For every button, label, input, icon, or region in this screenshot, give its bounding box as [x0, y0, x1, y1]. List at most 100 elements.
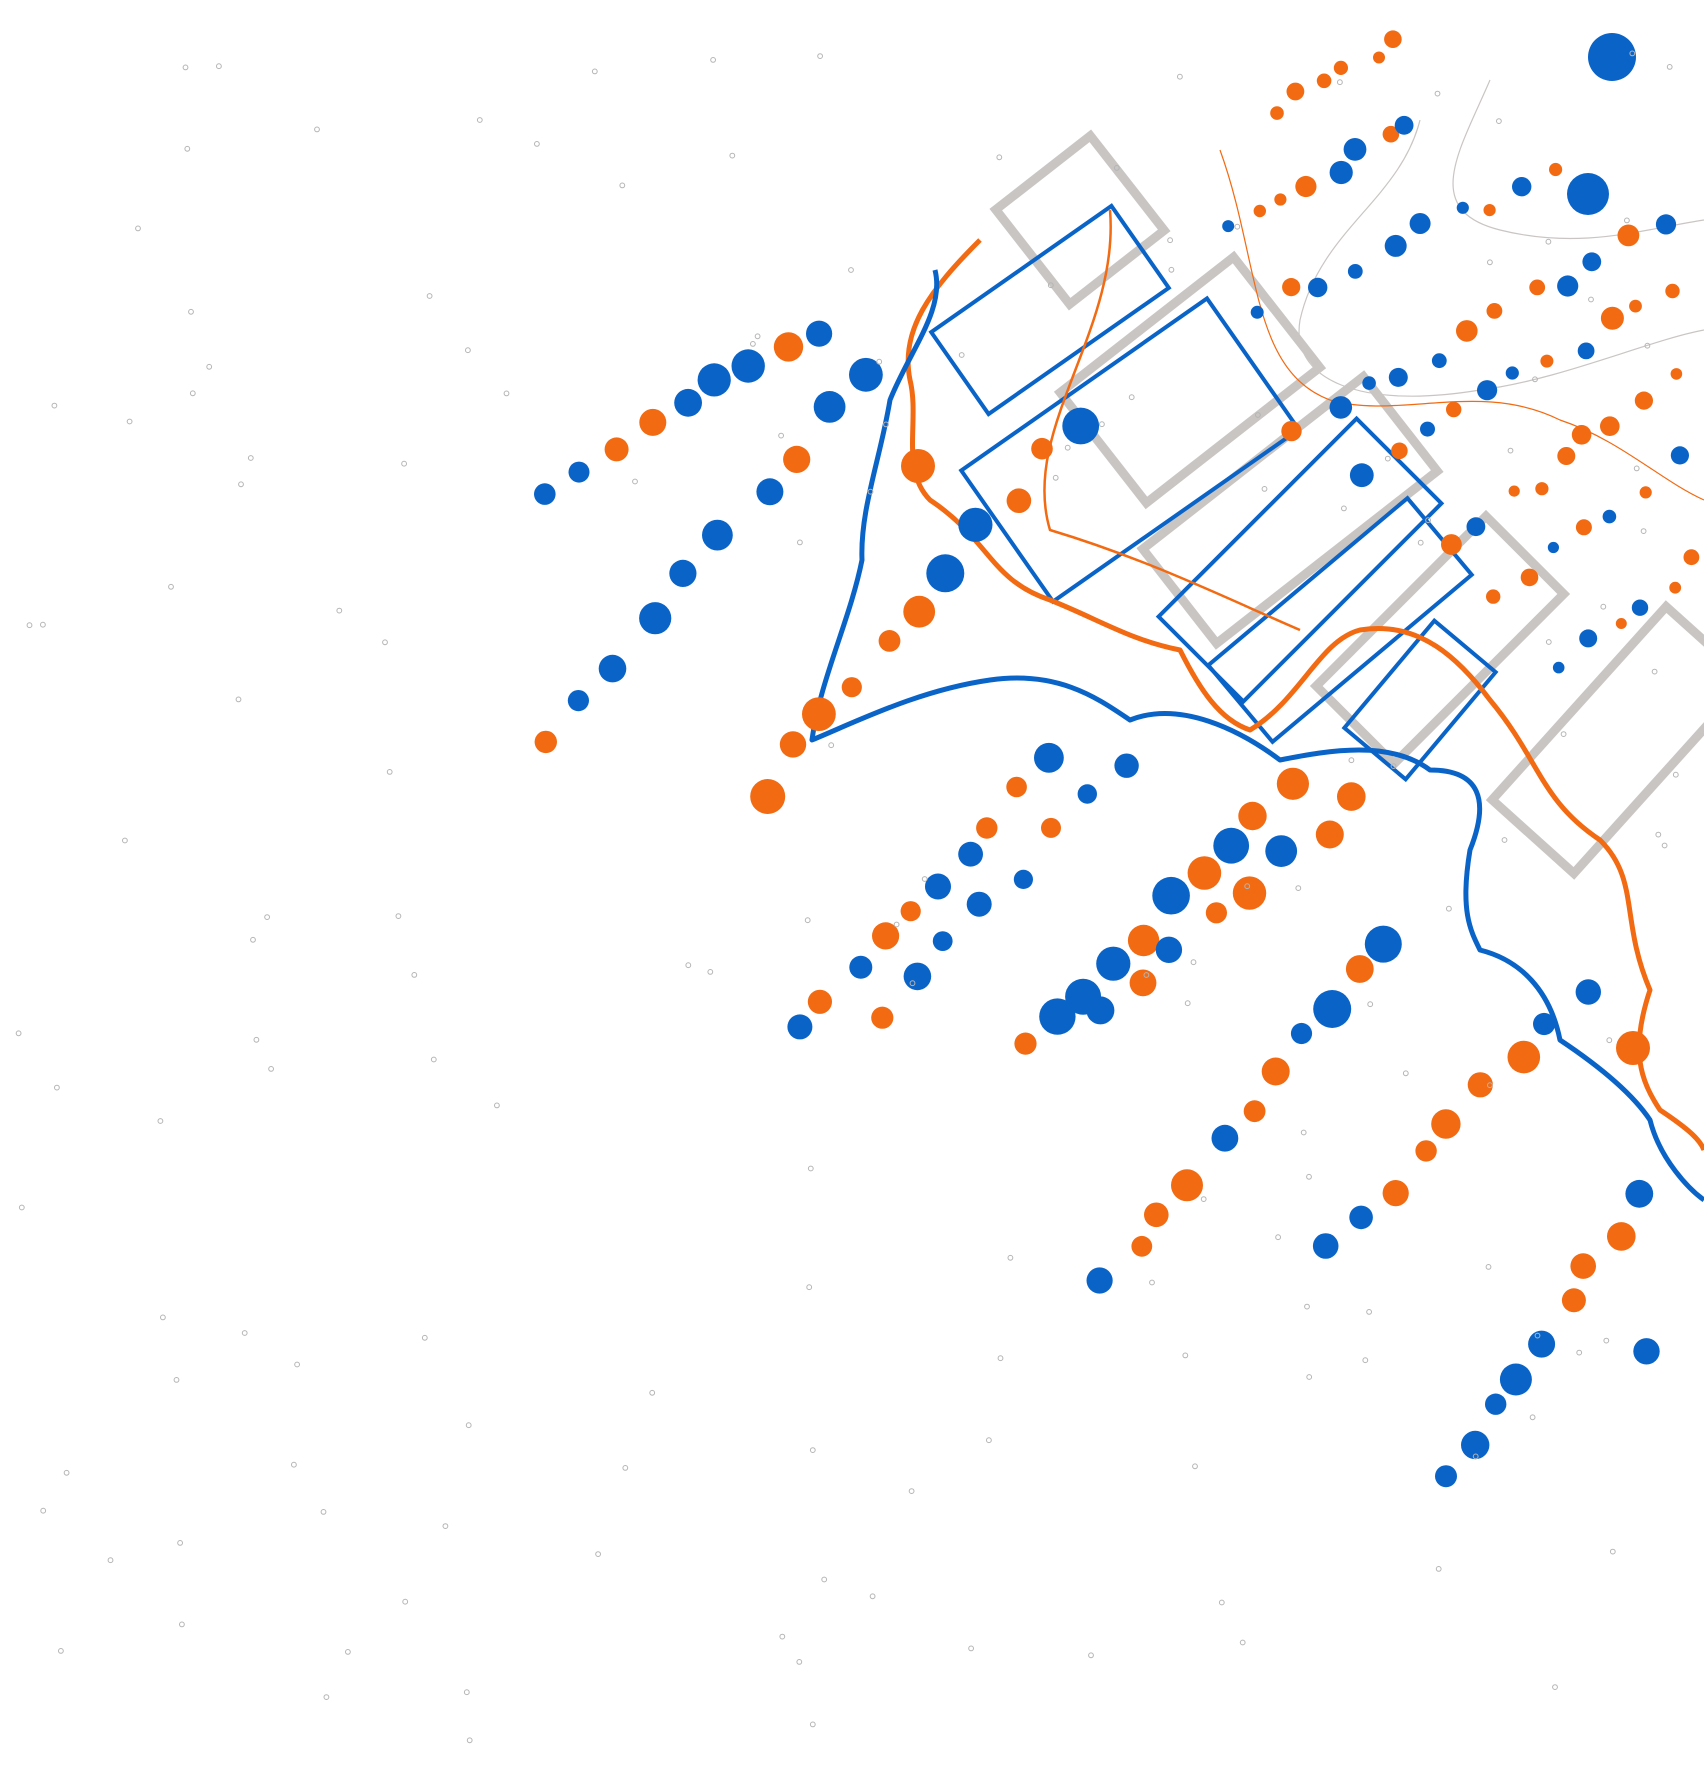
- blue-dot: [1290, 1022, 1313, 1045]
- blue-dot: [1349, 1205, 1373, 1230]
- speck: [1640, 528, 1647, 534]
- speck: [1184, 1000, 1191, 1007]
- speck: [1275, 1234, 1281, 1241]
- speck: [241, 1330, 248, 1336]
- speck: [26, 622, 33, 629]
- speck: [122, 837, 128, 844]
- speck: [107, 1557, 114, 1564]
- orange-dot: [1467, 1072, 1493, 1098]
- speck: [402, 1598, 409, 1605]
- speck-layer: [15, 50, 1679, 1744]
- speck: [15, 1030, 22, 1037]
- orange-dot: [1629, 299, 1642, 313]
- speck: [595, 1551, 601, 1557]
- blue-frame: [1155, 415, 1445, 705]
- blue-dot: [1062, 407, 1100, 445]
- blue-dot: [568, 461, 590, 483]
- thin-gray-line: [1452, 79, 1704, 240]
- speck: [1348, 757, 1355, 764]
- speck: [291, 1461, 297, 1468]
- orange-dot: [1600, 306, 1624, 330]
- speck: [426, 293, 433, 299]
- orange-dot: [1316, 73, 1332, 89]
- speck: [1255, 412, 1261, 418]
- orange-dot: [1281, 420, 1302, 442]
- orange-dot: [1607, 1222, 1636, 1251]
- speck: [1177, 73, 1183, 80]
- thin-gray-line: [1298, 119, 1704, 397]
- speck: [797, 539, 803, 546]
- speck: [1149, 1279, 1155, 1286]
- speck: [294, 1361, 301, 1368]
- orange-dot: [1616, 1031, 1650, 1065]
- speck: [1600, 603, 1607, 610]
- speck: [250, 936, 256, 943]
- blue-dot: [1633, 1338, 1660, 1365]
- speck: [1485, 1264, 1492, 1270]
- blue-dot: [1211, 1124, 1239, 1152]
- orange-dot: [1014, 1032, 1037, 1055]
- speck: [323, 1694, 330, 1700]
- speck: [1052, 474, 1059, 481]
- orange-dot: [1006, 488, 1032, 513]
- orange-dot: [1131, 1235, 1153, 1257]
- speck: [1099, 421, 1105, 428]
- speck: [264, 914, 271, 920]
- blue-dot: [1034, 742, 1064, 773]
- speck: [1182, 1352, 1189, 1359]
- orange-dot: [1391, 442, 1408, 460]
- blue-dot: [925, 873, 951, 900]
- speck: [1560, 731, 1567, 737]
- speck: [1295, 885, 1302, 891]
- speck: [1534, 1332, 1541, 1339]
- speck: [1167, 237, 1173, 244]
- speck: [1143, 972, 1150, 978]
- speck: [1168, 266, 1175, 273]
- blue-dot: [849, 357, 883, 392]
- orange-dot: [1274, 193, 1287, 206]
- blue-dot: [1533, 1012, 1556, 1036]
- speck: [779, 1633, 786, 1640]
- speck: [386, 769, 393, 775]
- blue-frame: [928, 203, 1172, 417]
- blue-dot: [567, 690, 590, 712]
- orange-dot: [1507, 1040, 1541, 1074]
- blue-dot: [1588, 33, 1636, 81]
- speck: [430, 1056, 437, 1063]
- speck: [908, 1488, 915, 1494]
- blue-dot: [966, 891, 992, 917]
- orange-dot: [1127, 924, 1160, 957]
- orange-dot: [1639, 486, 1652, 499]
- speck: [1304, 1303, 1310, 1310]
- speck: [465, 1422, 472, 1429]
- blue-dot: [702, 519, 733, 551]
- speck: [1425, 517, 1431, 524]
- speck: [173, 1377, 180, 1383]
- blue-dot: [813, 391, 846, 423]
- orange-dot: [1683, 549, 1700, 566]
- orange-dot: [783, 445, 811, 473]
- speck: [867, 488, 874, 495]
- orange-dot: [1243, 1100, 1266, 1123]
- blue-dot: [806, 320, 833, 347]
- speck: [809, 1721, 816, 1728]
- speck: [1218, 1599, 1225, 1606]
- orange-dot: [1276, 767, 1309, 800]
- speck: [534, 141, 540, 147]
- orange-dot: [1508, 485, 1520, 497]
- orange-dot: [1634, 391, 1653, 410]
- speck: [876, 358, 883, 365]
- blue-dot: [1250, 305, 1264, 319]
- blue-dot: [1347, 264, 1363, 279]
- blue-dot: [1394, 115, 1414, 135]
- gray-frame: [1485, 600, 1704, 880]
- blue-dot: [1602, 509, 1617, 524]
- speck: [1435, 1566, 1442, 1572]
- orange-dot: [604, 437, 629, 462]
- orange-dot: [773, 332, 804, 362]
- speck: [345, 1649, 351, 1655]
- speck: [1507, 447, 1514, 454]
- speck: [235, 696, 242, 703]
- blue-dot: [1582, 252, 1602, 272]
